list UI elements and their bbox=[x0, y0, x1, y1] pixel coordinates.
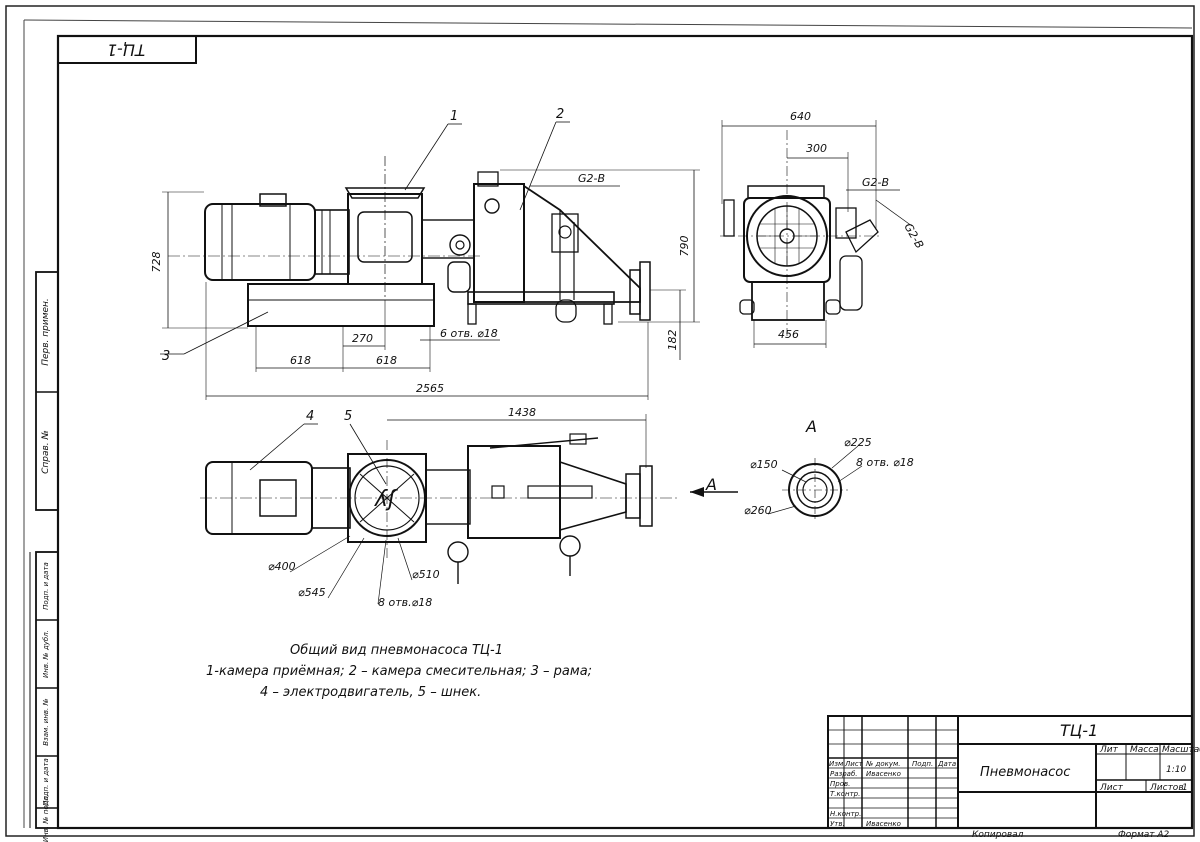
side-stamp: Перв. примен. Справ. № Подп. и дата Инв.… bbox=[29, 271, 59, 842]
side-view-labels: 1 2 3 728 790 270 618 618 6 отв. ⌀18 182… bbox=[150, 107, 691, 395]
mixing-chamber bbox=[473, 183, 525, 303]
tb-sheets-label: Листов bbox=[1149, 783, 1184, 793]
dim-d400: ⌀400 bbox=[268, 560, 296, 573]
tb-name-0: Ивасенко bbox=[866, 770, 901, 778]
page-border bbox=[5, 5, 1195, 837]
drawing-frame bbox=[56, 34, 1194, 830]
title-block bbox=[827, 715, 1193, 829]
detail-a-labels: A ⌀225 ⌀150 8 отв. ⌀18 ⌀260 bbox=[744, 417, 914, 517]
stamp-label-6: Инв. № подл. bbox=[42, 794, 50, 842]
tb-sheet-label: Лист bbox=[1099, 783, 1124, 793]
stamp-label-0: Перв. примен. bbox=[41, 298, 51, 366]
tb-col-list: Лист bbox=[844, 760, 864, 768]
sheet-top-edge bbox=[23, 19, 1193, 29]
top-view-labels: 4 5 1438 ⌀400 ⌀545 ⌀510 8 отв.⌀18 A bbox=[268, 406, 717, 609]
tb-role-4: Утв. bbox=[830, 820, 845, 828]
auger-glyph: ʎʃ bbox=[374, 487, 398, 512]
dim-holes: 6 отв. ⌀18 bbox=[440, 327, 498, 340]
caption-line-2: 1-камера приёмная; 2 – камера смесительн… bbox=[206, 664, 592, 679]
dim-790: 790 bbox=[678, 236, 691, 257]
view-arrow-a bbox=[690, 487, 704, 497]
dim-g2b-end-a: G2-B bbox=[862, 176, 889, 189]
dim-d150: ⌀150 bbox=[750, 458, 778, 471]
dim-618-b: 618 bbox=[376, 354, 397, 367]
dim-d225: ⌀225 bbox=[844, 436, 872, 449]
top-view: ʎʃ bbox=[200, 414, 738, 605]
dim-300: 300 bbox=[806, 142, 827, 155]
side-view bbox=[160, 121, 700, 400]
leader-label-4: 4 bbox=[306, 409, 314, 424]
tb-col-doc: № докум. bbox=[865, 760, 901, 768]
tb-scale: 1:10 bbox=[1166, 765, 1186, 775]
tb-col-date: Дата bbox=[937, 760, 956, 768]
tb-role-2: Т.контр. bbox=[830, 790, 860, 798]
dim-182: 182 bbox=[666, 330, 679, 351]
dim-g2b-side: G2-B bbox=[578, 172, 605, 185]
stamp-label-3: Инв. № дубл. bbox=[42, 630, 50, 678]
stamp-label-2: Подп. и дата bbox=[42, 562, 50, 610]
dim-728: 728 bbox=[150, 252, 163, 273]
tb-sheets-value: 1 bbox=[1182, 783, 1188, 793]
corner-code-text: ТЦ-1 bbox=[107, 41, 145, 60]
dim-618-a: 618 bbox=[290, 354, 311, 367]
dim-270: 270 bbox=[352, 332, 373, 345]
caption: Общий вид пневмонасоса ТЦ-1 1-камера при… bbox=[206, 643, 592, 700]
caption-line-3: 4 – электродвигатель, 5 – шнек. bbox=[260, 685, 481, 700]
dim-640: 640 bbox=[790, 110, 811, 123]
stamp-label-4: Взам. инв. № bbox=[42, 698, 50, 746]
tb-col-izm: Изм bbox=[829, 760, 844, 768]
stamp-label-1: Справ. № bbox=[41, 430, 51, 474]
tb-mass-label: Масса bbox=[1130, 745, 1159, 755]
dim-holes-a: 8 отв. ⌀18 bbox=[856, 456, 914, 469]
detail-a bbox=[767, 445, 863, 522]
leader-label-5: 5 bbox=[344, 409, 352, 424]
dim-1438: 1438 bbox=[508, 406, 536, 419]
tb-scale-label: Масштаб bbox=[1162, 745, 1200, 755]
tb-lit-label: Лит bbox=[1099, 745, 1119, 755]
leader-label-2: 2 bbox=[556, 107, 564, 122]
tb-designation: ТЦ-1 bbox=[1060, 721, 1098, 740]
detail-a-title: A bbox=[805, 417, 817, 436]
end-view-labels: 640 300 G2-B G2-B 456 bbox=[778, 110, 926, 341]
tb-name-4: Ивасенко bbox=[866, 820, 901, 828]
dim-2565: 2565 bbox=[416, 382, 444, 395]
tb-col-sign: Подп. bbox=[912, 760, 933, 768]
dim-holes-top: 8 отв.⌀18 bbox=[378, 596, 432, 609]
mixing-chamber-top bbox=[467, 445, 561, 539]
tb-role-0: Разраб. bbox=[830, 770, 858, 778]
footer-format: Формат А2 bbox=[1118, 830, 1170, 840]
dim-456: 456 bbox=[778, 328, 799, 341]
frame bbox=[247, 283, 435, 327]
footer-copied: Копировал bbox=[972, 830, 1024, 840]
caption-line-1: Общий вид пневмонасоса ТЦ-1 bbox=[290, 643, 503, 658]
tb-name: Пневмонасос bbox=[980, 765, 1070, 780]
dim-d545: ⌀545 bbox=[298, 586, 326, 599]
title-block-text: ТЦ-1 Пневмонасос Лит Масса Масштаб 1:10 … bbox=[829, 721, 1200, 828]
view-arrow-label: A bbox=[705, 475, 717, 494]
tb-role-3: Н.контр. bbox=[830, 810, 861, 818]
corner-code-box: ТЦ-1 bbox=[57, 35, 197, 64]
leader-label-1: 1 bbox=[450, 109, 458, 124]
dim-d260: ⌀260 bbox=[744, 504, 772, 517]
leader-label-3: 3 bbox=[162, 349, 170, 364]
stamp-label-5: Подп. и дата bbox=[42, 758, 50, 806]
end-view bbox=[720, 120, 913, 348]
tb-role-1: Пров. bbox=[830, 780, 850, 788]
dim-g2b-end-b: G2-B bbox=[901, 221, 926, 251]
dim-d510: ⌀510 bbox=[412, 568, 440, 581]
sheet-footer: Копировал Формат А2 bbox=[972, 830, 1170, 840]
